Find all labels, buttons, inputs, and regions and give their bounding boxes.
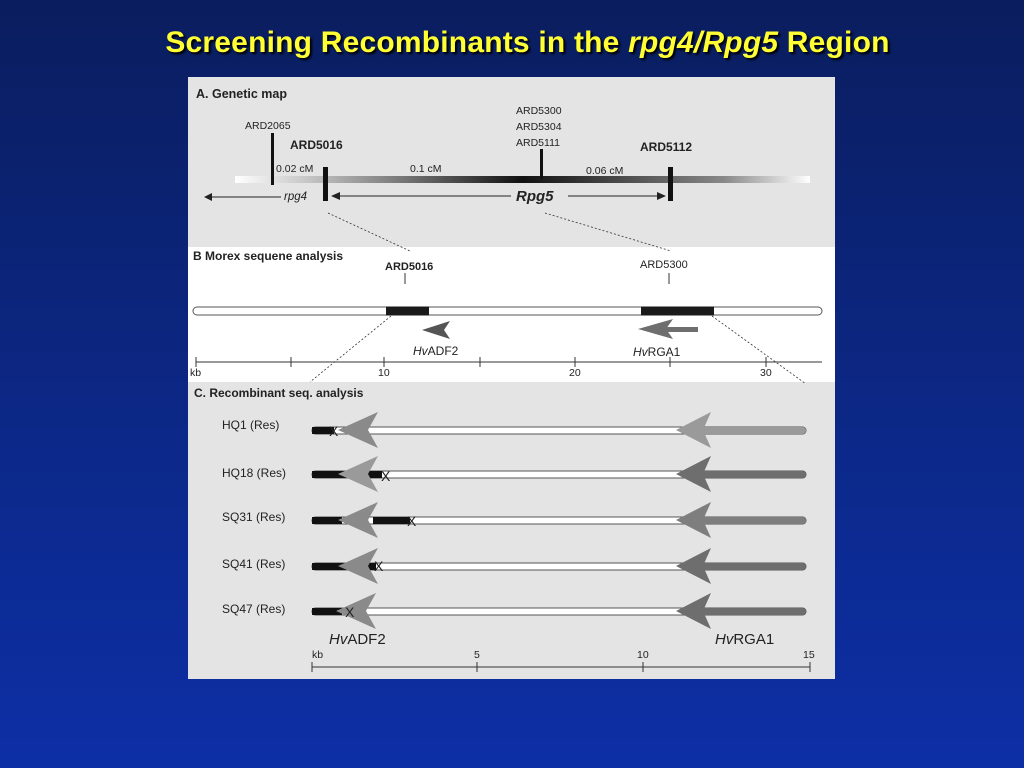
adf2-arrow — [338, 548, 378, 584]
distance-label-3: 0.06 cM — [586, 165, 623, 177]
adf2-arrow-b — [422, 321, 450, 339]
panel-b-marker-right: ARD5300 — [640, 259, 688, 271]
crossover-marker: X — [407, 513, 417, 529]
rga1-label-c: HvRGA1 — [715, 631, 774, 648]
panel-a-background — [188, 77, 835, 247]
recombinant-donor-segment-2 — [373, 517, 410, 524]
recombinant-row: HQ18 (Res) X — [222, 456, 807, 492]
rga1-shaft — [688, 471, 806, 478]
chromosome-bar — [235, 176, 810, 183]
panel-b-tick-20: 20 — [569, 367, 581, 379]
title-text: Screening Recombinants in the — [165, 26, 629, 59]
figure-svg: A. Genetic map ARD2065 ARD5016 ARD5300 A… — [188, 77, 835, 679]
adf2-arrow — [338, 412, 378, 448]
recombinant-donor-segment — [312, 427, 334, 434]
marker-ard5300-label: ARD5300 — [516, 105, 562, 117]
rpg5-arrowhead-right — [657, 192, 666, 200]
connector-b-c-right — [711, 315, 807, 385]
adf2-label-c: HvADF2 — [329, 631, 386, 648]
recombinant-label: HQ1 (Res) — [222, 418, 279, 432]
figure-panel: A. Genetic map ARD2065 ARD5016 ARD5300 A… — [188, 77, 835, 679]
rga1-shaft — [688, 427, 806, 434]
recombinant-label: SQ31 (Res) — [222, 510, 285, 524]
panel-c-tick-5: 5 — [474, 649, 480, 661]
rga1-label-b: HvRGA1 — [633, 345, 681, 359]
title-suffix: Region — [778, 26, 890, 59]
adf2-region — [386, 306, 429, 316]
adf2-arrow — [338, 502, 378, 538]
panel-b-axis-unit: kb — [190, 367, 201, 379]
marker-ard5016-tick — [323, 167, 328, 201]
recombinant-row: HQ1 (Res) X — [222, 412, 807, 448]
marker-ard5112-tick — [668, 167, 673, 201]
rga1-arrow — [676, 412, 711, 448]
rga1-shaft — [688, 517, 806, 524]
adf2-arrow — [338, 456, 378, 492]
recombinant-donor-segment — [312, 517, 342, 524]
panel-b-tick-10: 10 — [378, 367, 390, 379]
rpg5-label: Rpg5 — [516, 188, 554, 205]
panel-c-heading: C. Recombinant seq. analysis — [194, 386, 364, 400]
morex-sequence-bar — [192, 306, 823, 316]
marker-ard5016-label: ARD5016 — [290, 138, 343, 152]
panel-c-tick-10: 10 — [637, 649, 649, 661]
title-gene-names: rpg4/Rpg5 — [628, 26, 779, 59]
panel-b-tick-30: 30 — [760, 367, 772, 379]
crossover-marker: X — [374, 558, 384, 574]
connector-a-b-right — [544, 212, 672, 252]
rga1-arrow — [676, 548, 711, 584]
recombinant-row: SQ47 (Res) X — [222, 593, 807, 629]
rga1-shaft — [688, 563, 806, 570]
recombinant-donor-segment — [312, 608, 342, 615]
rga1-shaft — [688, 608, 806, 615]
panel-b-axis-ticks — [195, 357, 767, 367]
panel-c-axis-ticks — [311, 662, 811, 672]
rga1-arrow — [676, 502, 711, 538]
rga1-arrow — [676, 456, 711, 492]
marker-ard5111-label: ARD5111 — [516, 137, 560, 149]
rga1-region — [641, 306, 714, 316]
rpg5-arrowhead-left — [331, 192, 340, 200]
connector-a-b-left — [327, 212, 411, 252]
rpg4-arrowhead — [204, 193, 212, 201]
rga1-arrow-b-head — [638, 319, 673, 339]
marker-ard2065-label: ARD2065 — [245, 120, 291, 132]
marker-ard2065-tick — [271, 133, 274, 185]
crossover-marker: X — [381, 468, 391, 484]
panel-b-heading: B Morex sequene analysis — [193, 249, 343, 263]
marker-ard5300-tick — [540, 149, 543, 179]
panel-c-axis-unit: kb — [312, 649, 323, 661]
adf2-label-b: HvADF2 — [413, 344, 459, 358]
rga1-arrow — [676, 593, 711, 629]
panel-b-marker-left: ARD5016 — [385, 261, 433, 273]
marker-ard5304-label: ARD5304 — [516, 121, 562, 133]
recombinant-label: SQ47 (Res) — [222, 602, 285, 616]
marker-ard5112-label: ARD5112 — [640, 140, 692, 154]
slide-title: Screening Recombinants in the rpg4/Rpg5 … — [0, 26, 1024, 60]
distance-label-1: 0.02 cM — [276, 163, 313, 175]
crossover-marker: X — [345, 604, 355, 620]
panel-a-heading: A. Genetic map — [196, 87, 287, 101]
distance-label-2: 0.1 cM — [410, 163, 442, 175]
recombinant-label: SQ41 (Res) — [222, 557, 285, 571]
rga1-arrow-b-shaft — [663, 327, 698, 332]
recombinant-label: HQ18 (Res) — [222, 466, 286, 480]
rpg4-label: rpg4 — [284, 191, 307, 203]
adf2-arrow — [336, 593, 376, 629]
connector-b-c-left — [309, 315, 392, 383]
recombinant-row: SQ31 (Res) X — [222, 502, 807, 538]
panel-c-tick-15: 15 — [803, 649, 815, 661]
recombinant-row: SQ41 (Res) X — [222, 548, 807, 584]
crossover-marker: X — [329, 423, 339, 439]
